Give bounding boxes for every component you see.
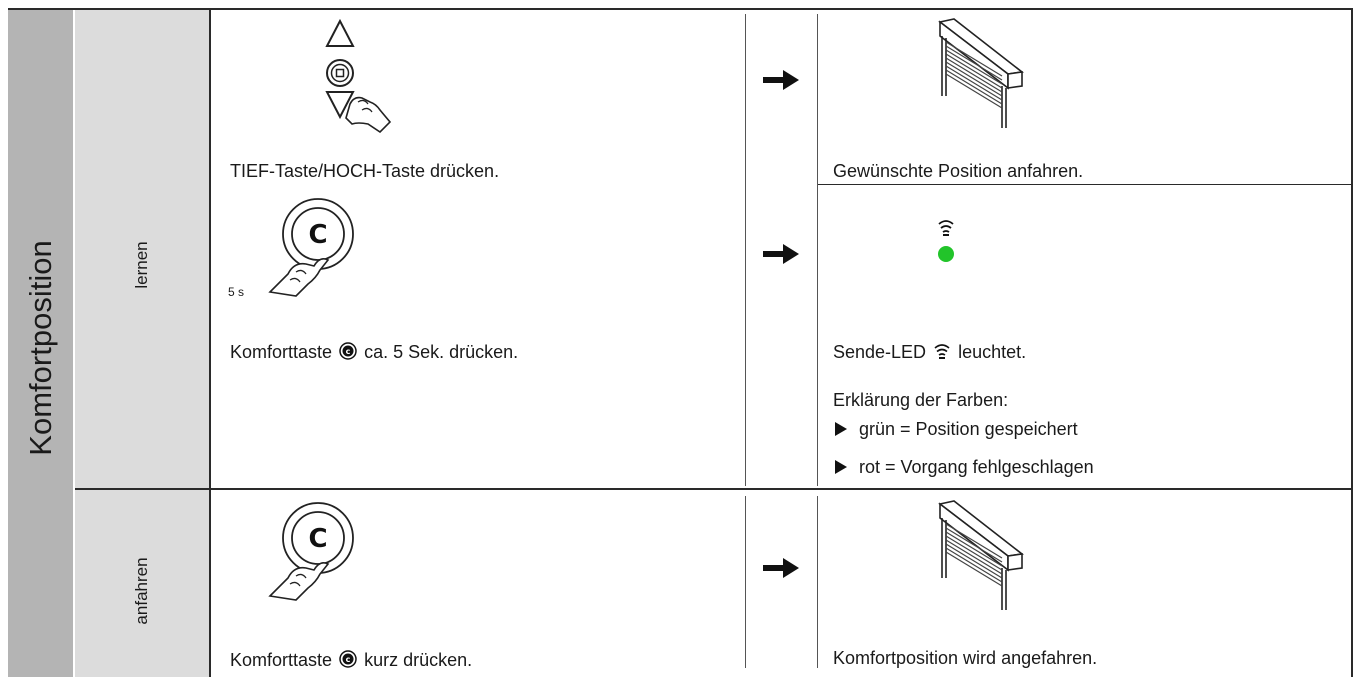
- row2-left-caption-before: Komforttaste: [230, 342, 333, 362]
- colors-item-green: grün = Position gespeichert: [835, 419, 1078, 440]
- row3-right-caption: Komfortposition wird angefahren.: [833, 648, 1098, 668]
- colors-item-text: rot = Vorgang fehlgeschlagen: [859, 457, 1094, 477]
- wifi-signal-icon: [934, 344, 950, 359]
- send-led-icon: [938, 220, 954, 262]
- row-divider-main: [75, 488, 1353, 490]
- led-light: [938, 246, 954, 262]
- comfort-symbol-icon: c: [339, 342, 357, 360]
- arrow-column-left-line-2: [745, 496, 746, 668]
- comfort-symbol-icon: c: [339, 650, 357, 668]
- up-stop-down-buttons-icon: [325, 18, 392, 133]
- bullet-triangle-icon: [835, 422, 847, 436]
- duration-label: 5 s: [228, 285, 245, 299]
- colors-heading: Erklärung der Farben:: [833, 390, 1009, 410]
- row1-left-caption: TIEF-Taste/HOCH-Taste drücken.: [230, 161, 500, 181]
- arrow-right-icon: [763, 558, 799, 578]
- colors-item-red: rot = Vorgang fehlgeschlagen: [835, 457, 1094, 478]
- svg-text:c: c: [346, 347, 351, 356]
- column-divider: [209, 8, 211, 677]
- svg-text:C: C: [308, 220, 327, 250]
- roller-shutter-icon: [938, 500, 1024, 610]
- arrow-right-icon: [763, 70, 799, 90]
- table-right-border: [1351, 8, 1353, 677]
- row2-right-caption-after: leuchtet.: [958, 342, 1027, 362]
- svg-text:C: C: [308, 524, 327, 554]
- row3-left-caption-before: Komforttaste: [230, 650, 333, 670]
- subsection-label-learn: lernen: [132, 241, 151, 289]
- section-header-column: Komfortposition: [8, 8, 73, 677]
- row2-right-caption-before: Sende-LED: [833, 342, 927, 362]
- subsection-header-column: lernen anfahren: [75, 8, 209, 677]
- svg-text:c: c: [346, 655, 351, 664]
- arrow-column-right-line: [817, 14, 818, 486]
- row1-right-caption: Gewünschte Position anfahren.: [833, 161, 1084, 181]
- comfort-button-press-icon: C: [268, 198, 354, 297]
- row2-left-caption: Komforttaste c ca. 5 Sek. drücken.: [230, 342, 518, 363]
- row3-left-caption-after: kurz drücken.: [364, 650, 473, 670]
- arrow-column-left-line: [745, 14, 746, 486]
- bullet-triangle-icon: [835, 460, 847, 474]
- row3-left-caption: Komforttaste c kurz drücken.: [230, 650, 472, 671]
- comfort-button-press-icon: C: [268, 502, 354, 601]
- table-top-border: [8, 8, 1353, 10]
- roller-shutter-icon: [938, 18, 1024, 128]
- arrow-right-icon: [763, 244, 799, 264]
- colors-item-text: grün = Position gespeichert: [859, 419, 1078, 439]
- arrow-column-right-line-2: [817, 496, 818, 668]
- row-divider-right: [818, 184, 1353, 185]
- section-title: Komfortposition: [23, 240, 58, 456]
- subsection-label-drive: anfahren: [132, 557, 151, 625]
- row2-right-caption: Sende-LED leuchtet.: [833, 342, 1026, 363]
- row2-left-caption-after: ca. 5 Sek. drücken.: [364, 342, 519, 362]
